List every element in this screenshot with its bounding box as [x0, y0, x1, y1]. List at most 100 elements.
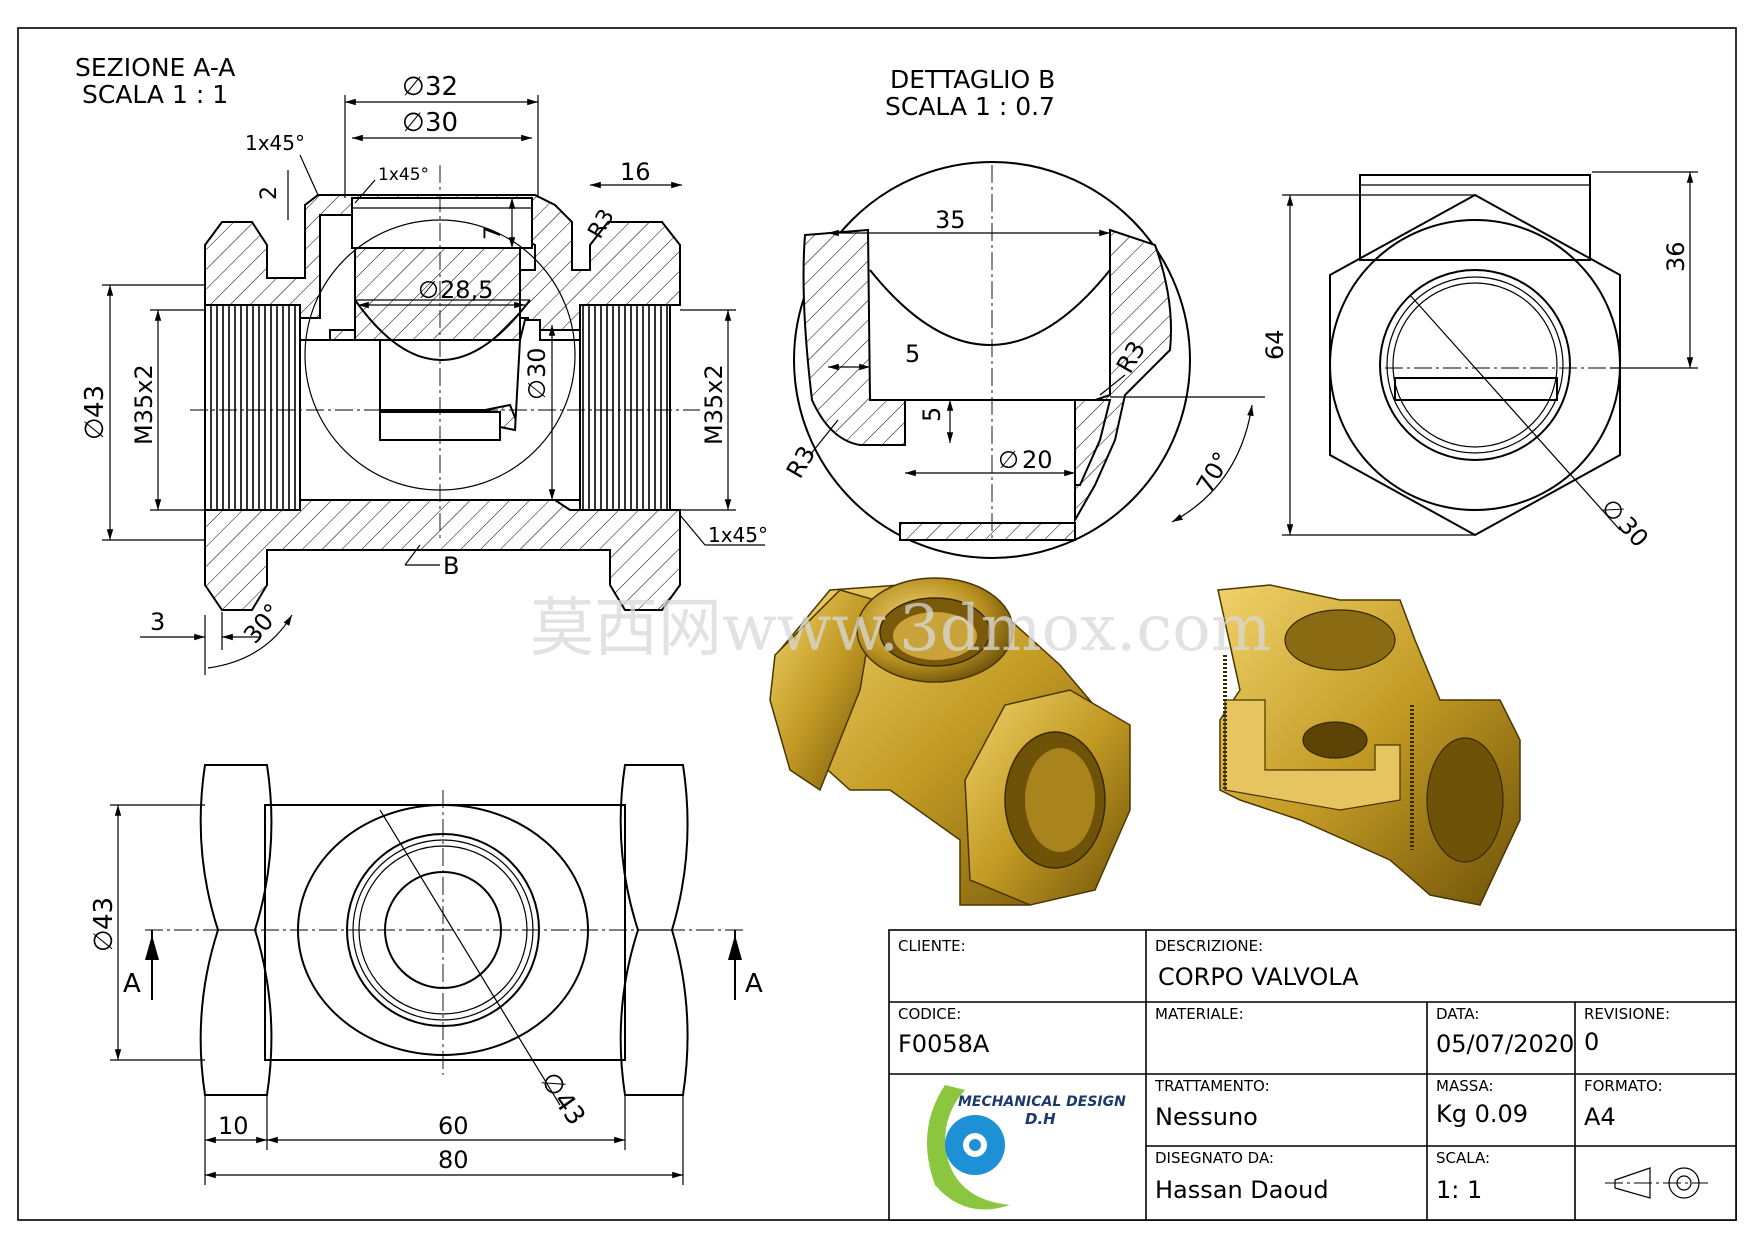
- tb-formato-value: A4: [1584, 1103, 1616, 1131]
- dim-h64: 64: [1261, 329, 1289, 360]
- tb-revisione-value: 0: [1584, 1028, 1599, 1056]
- side-ring-3: [1386, 276, 1564, 454]
- detail-title-line1: DETTAGLIO B: [890, 65, 1055, 94]
- tb-massa-label: MASSA:: [1436, 1077, 1494, 1095]
- dim-w16: 16: [620, 158, 651, 186]
- logo-text-line2: D.H: [1025, 1110, 1056, 1128]
- side-top-boss: [1359, 174, 1591, 261]
- logo-text-line1: MECHANICAL DESIGN: [958, 1094, 1126, 1110]
- dim-d43-value: 43: [80, 385, 110, 418]
- dim-d32-value: 32: [425, 72, 458, 102]
- render-iso-top-bore-inner: [893, 612, 977, 660]
- dim-angle70-arc: [1171, 404, 1254, 523]
- section-view: SEZIONE A-A SCALA 1 : 1 ∅ 32 ∅ 30 1: [75, 53, 768, 675]
- dim-d43-symbol: ∅: [80, 417, 110, 440]
- tb-codice-value: F0058A: [898, 1030, 990, 1058]
- section-mark-left-arrow: [145, 935, 159, 960]
- projection-cone: [1614, 1167, 1651, 1199]
- render-iso-section: [1217, 584, 1521, 906]
- render-iso-left-hex: [769, 589, 876, 792]
- detail-circle: [793, 161, 1191, 559]
- tb-scala-value: 1: 1: [1436, 1176, 1482, 1204]
- tb-disegnato-label: DISEGNATO DA:: [1155, 1149, 1274, 1167]
- leader-chamfer-right: [679, 514, 706, 546]
- logo-gear-core: [969, 1139, 981, 1151]
- section-mark-right: A: [745, 969, 763, 999]
- bottom-diag: [379, 809, 561, 1106]
- tb-data-value: 05/07/2020: [1436, 1030, 1574, 1058]
- dim-d28-symbol: ∅: [418, 276, 439, 304]
- tb-scala-label: SCALA:: [1436, 1149, 1490, 1167]
- leader-r3-left: [809, 419, 839, 456]
- dim-b-w80: 80: [438, 1146, 469, 1174]
- tb-trattamento-value: Nessuno: [1155, 1103, 1258, 1131]
- dim-w35: 35: [935, 206, 966, 234]
- render-sec-cut-face: [1224, 699, 1401, 811]
- dim-chamfer-outer: 1x45°: [245, 131, 305, 155]
- section-title-line1: SEZIONE A-A: [75, 53, 235, 82]
- tb-massa-value: Kg 0.09: [1436, 1100, 1528, 1128]
- side-slot: [1394, 377, 1558, 401]
- tb-descrizione-value: CORPO VALVOLA: [1158, 963, 1359, 991]
- projection-symbol-icon: [1605, 1167, 1708, 1199]
- company-logo: MECHANICAL DESIGN D.H: [927, 1085, 1126, 1210]
- detail-view: DETTAGLIO B SCALA 1 : 0.7 35 5 5 ∅ 20 R3…: [781, 65, 1265, 559]
- side-outer-ring: [1329, 219, 1621, 511]
- detail-hatch-right: [1074, 228, 1172, 524]
- dim-depth-2: 2: [257, 186, 282, 200]
- dim-d32-symbol: ∅: [402, 72, 425, 102]
- bottom-view: ∅ 43 ∅ 43 A A 10 60 80: [89, 764, 763, 1185]
- dim-angle30-arc: [207, 614, 293, 669]
- side-hexagon: [1329, 193, 1621, 537]
- dim-b-d43-value: 43: [89, 897, 119, 930]
- detail-hatch-bottom: [899, 522, 1076, 541]
- tb-materiale-label: MATERIALE:: [1155, 1005, 1244, 1023]
- detail-hatch-left: [802, 228, 906, 446]
- section-top-bore: [351, 197, 533, 249]
- dim-d30v-value: 30: [523, 347, 551, 378]
- tb-trattamento-label: TRATTAMENTO:: [1154, 1077, 1270, 1095]
- dim-b-w60: 60: [438, 1112, 469, 1140]
- tb-data-label: DATA:: [1436, 1005, 1479, 1023]
- side-ring-2: [1379, 269, 1571, 461]
- dim-d20-value: 20: [1022, 446, 1053, 474]
- dim-h36: 36: [1662, 241, 1690, 272]
- logo-crescent: [927, 1085, 1010, 1210]
- dim-thread-right: M35x2: [700, 364, 728, 445]
- title-block-frame: [888, 929, 1737, 1221]
- render-sec-seat-hole: [1302, 721, 1368, 759]
- dim-b-d43-symbol: ∅: [89, 929, 119, 952]
- render-iso-right-bore-inner: [1025, 748, 1095, 852]
- dim-d30-symbol: ∅: [402, 108, 425, 138]
- detail-cone: [869, 269, 1111, 346]
- leader-chamfer-outer: [299, 154, 319, 196]
- tb-codice-label: CODICE:: [898, 1005, 961, 1023]
- dim-thread-left: M35x2: [130, 364, 158, 445]
- watermark: 莫西网www.3dmox.com: [530, 592, 1272, 666]
- dim-h5: 5: [918, 407, 946, 422]
- section-mark-right-arrow: [728, 935, 742, 960]
- dim-w5: 5: [905, 340, 920, 368]
- side-view: 64 36 ∅ 30: [1261, 171, 1698, 553]
- tb-disegnato-value: Hassan Daoud: [1155, 1176, 1329, 1204]
- tb-descrizione-label: DESCRIZIONE:: [1155, 937, 1263, 955]
- dim-chamfer-right: 1x45°: [708, 523, 768, 547]
- render-sec-bore-top: [1284, 609, 1396, 671]
- thread-left: [204, 304, 301, 511]
- side-ring-4: [1392, 282, 1558, 448]
- dim-len3: 3: [150, 608, 165, 636]
- dim-d30-value: 30: [425, 108, 458, 138]
- outer-border: [17, 27, 1737, 1221]
- bottom-body: [264, 804, 626, 1061]
- dim-d28-value: 28,5: [440, 276, 493, 304]
- section-title-line2: SCALA 1 : 1: [82, 80, 228, 109]
- section-cone: [354, 299, 531, 361]
- dim-depth-7: 7: [481, 226, 506, 240]
- dim-d20-symbol: ∅: [998, 446, 1019, 474]
- leader-chamfer-inner: [354, 179, 376, 204]
- leader-r3-right: [1099, 374, 1126, 396]
- side-diag: [1409, 294, 1621, 531]
- detail-title-line2: SCALA 1 : 0.7: [885, 92, 1055, 121]
- tb-formato-label: FORMATO:: [1584, 1077, 1663, 1095]
